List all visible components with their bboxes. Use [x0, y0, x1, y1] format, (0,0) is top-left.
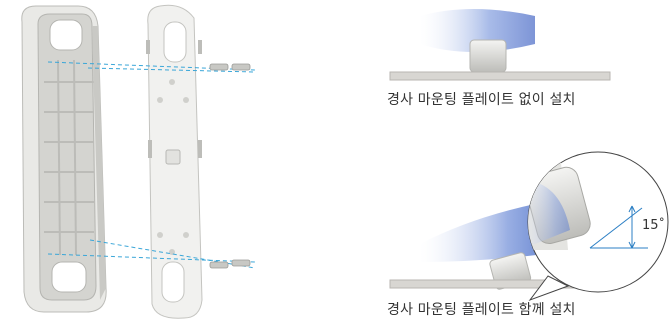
screw-icon — [209, 63, 251, 269]
scene-with-plate — [389, 151, 669, 302]
angle-label: 15˚ — [642, 217, 665, 233]
angle-lines — [589, 205, 648, 249]
angled-bracket — [21, 5, 107, 313]
scene-without-plate — [389, 9, 611, 81]
caption-with-plate: 경사 마운팅 플레이트 함께 설치 — [387, 302, 576, 318]
mounting-plate — [146, 4, 203, 319]
caption-without-plate: 경사 마운팅 플레이트 없이 설치 — [387, 92, 576, 108]
